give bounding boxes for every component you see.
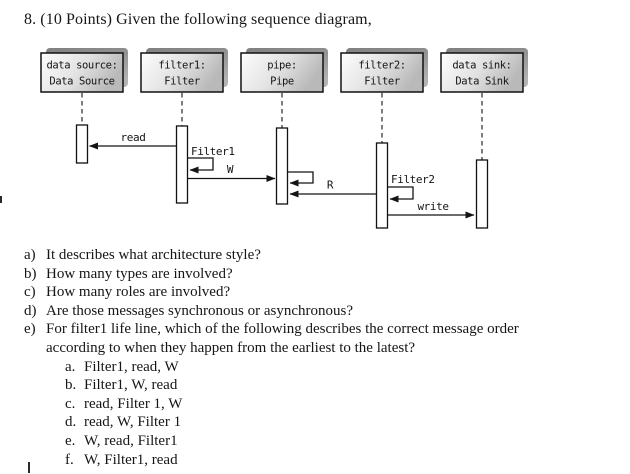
question-letter: c): [24, 284, 36, 301]
sequence-diagram: data source: Data Source filter1: Filter…: [40, 48, 528, 229]
question-a: a) It describes what architecture style?: [24, 246, 519, 265]
option-letter: e.: [65, 432, 76, 449]
participant-label: Data Source: [49, 76, 114, 88]
question-letter: a): [24, 247, 36, 263]
option-text: Filter1, read, W: [84, 358, 179, 375]
message-filter1-self-arrow: [187, 157, 214, 174]
participant-box: [340, 52, 424, 93]
participant-filter1: filter1: Filter: [140, 48, 228, 204]
option-text: Filter1, W, read: [84, 377, 178, 394]
participant-label: Pipe: [270, 76, 294, 88]
option-letter: c.: [65, 395, 76, 412]
question-text: How many types are involved?: [46, 265, 233, 282]
scan-artifact-left: [0, 196, 2, 203]
message-r-label: R: [327, 179, 334, 192]
messages: read Filter1 W R Filter2 write: [89, 131, 475, 219]
participant-label: filter2:: [358, 60, 405, 72]
participant-data-source: data source: Data Source: [40, 48, 128, 164]
activation-bar: [475, 159, 489, 229]
option-c: c. read, Filter 1, W: [65, 395, 519, 414]
option-text: read, W, Filter 1: [84, 414, 182, 431]
participant-data-sink: data sink: Data Sink: [440, 48, 528, 229]
option-text: W, Filter1, read: [84, 451, 178, 468]
option-letter: d.: [65, 414, 77, 431]
activation-bar: [375, 142, 389, 229]
participant-label: Data Sink: [455, 76, 509, 88]
question-title: 8. (10 Points) Given the following seque…: [24, 11, 372, 28]
message-filter2-label: Filter2: [391, 173, 435, 186]
question-letter: b): [24, 265, 37, 282]
option-letter: b.: [65, 377, 77, 394]
participant-label: filter1:: [158, 60, 205, 72]
activation-bar: [175, 125, 189, 204]
participant-pipe: pipe: Pipe: [240, 48, 328, 205]
participant-label: pipe:: [267, 60, 297, 72]
option-a: a. Filter1, read, W: [65, 358, 519, 377]
option-b: b. Filter1, W, read: [65, 376, 519, 395]
question-e-line2: according to when they happen from the e…: [24, 339, 519, 358]
participant-box: [40, 52, 124, 93]
message-read-label: read: [121, 131, 146, 144]
participant-label: data sink:: [452, 60, 511, 72]
option-e: e. W, read, Filter1: [65, 432, 519, 451]
question-d: d) Are those messages synchronous or asy…: [24, 302, 519, 321]
participant-label: Filter: [364, 76, 400, 88]
option-letter: f.: [65, 451, 74, 468]
question-text: It describes what architecture style?: [46, 247, 261, 263]
message-filter1-label: Filter1: [191, 145, 235, 158]
option-text: read, Filter 1, W: [84, 395, 183, 412]
answer-options: a. Filter1, read, W b. Filter1, W, read …: [24, 358, 519, 470]
question-letter: d): [24, 302, 37, 319]
participant-label: Filter: [164, 76, 200, 88]
scan-artifact-bottom: [28, 462, 30, 473]
participant-box: [440, 52, 524, 93]
participant-box: [140, 52, 224, 93]
question-letter: [24, 339, 46, 358]
activation-bar: [75, 124, 89, 164]
question-text: For filter1 life line, which of the foll…: [46, 321, 519, 338]
message-write-label: write: [417, 200, 448, 213]
question-b: b) How many types are involved?: [24, 265, 519, 284]
question-letter: e): [24, 321, 36, 338]
participant-box: [240, 52, 324, 93]
option-text: W, read, Filter1: [84, 432, 178, 449]
participant-filter2: filter2: Filter: [340, 48, 428, 229]
question-list: a) It describes what architecture style?…: [24, 246, 519, 469]
message-filter2-self-arrow: [387, 186, 414, 203]
participant-label: data source:: [46, 60, 117, 72]
option-f: f. W, Filter1, read: [65, 451, 519, 470]
message-w-label: W: [227, 163, 234, 176]
question-c: c) How many roles are involved?: [24, 283, 519, 302]
question-e-line1: e) For filter1 life line, which of the f…: [24, 320, 519, 339]
question-text: How many roles are involved?: [46, 284, 231, 301]
option-letter: a.: [65, 358, 76, 375]
question-text: Are those messages synchronous or asynch…: [46, 302, 354, 319]
question-text: according to when they happen from the e…: [46, 339, 416, 356]
message-pipe-self-arrow: [287, 171, 314, 187]
activation-bar: [275, 127, 289, 205]
option-d: d. read, W, Filter 1: [65, 413, 519, 432]
